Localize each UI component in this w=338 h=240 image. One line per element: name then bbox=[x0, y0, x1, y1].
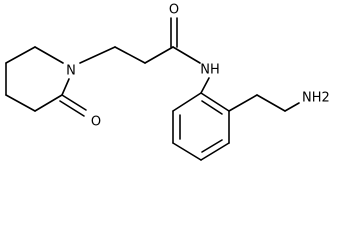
bond bbox=[144, 46, 174, 64]
ring-nitrogen-label: N bbox=[66, 64, 76, 79]
bond bbox=[172, 142, 202, 161]
bond bbox=[5, 94, 36, 112]
double-bond bbox=[59, 100, 85, 117]
ring-oxygen-label: O bbox=[91, 115, 101, 130]
bond bbox=[34, 94, 63, 112]
amine-label: NH2 bbox=[302, 91, 330, 106]
bond bbox=[200, 77, 210, 94]
bond bbox=[114, 46, 146, 64]
bond bbox=[284, 102, 300, 112]
aromatic-inner-bond bbox=[201, 139, 223, 153]
piperidinone-ring bbox=[5, 46, 87, 117]
bond bbox=[200, 142, 230, 161]
double-bond bbox=[61, 94, 87, 111]
amide-nitrogen-label: NH bbox=[200, 63, 220, 78]
bond bbox=[172, 46, 201, 64]
bond bbox=[200, 92, 230, 112]
bond bbox=[228, 94, 258, 112]
bond bbox=[79, 46, 116, 64]
bond bbox=[172, 92, 202, 112]
bond bbox=[61, 78, 70, 96]
benzene-ring bbox=[172, 92, 230, 161]
propanamide-chain bbox=[79, 17, 210, 94]
bond bbox=[34, 46, 64, 64]
chemical-structure-diagram: O NH N O NH2 bbox=[5, 3, 330, 161]
bond bbox=[5, 46, 36, 64]
aminomethyl-group bbox=[228, 94, 300, 112]
aromatic-inner-bond bbox=[201, 100, 223, 115]
carbonyl-oxygen-label: O bbox=[169, 3, 179, 18]
bond bbox=[256, 94, 286, 112]
